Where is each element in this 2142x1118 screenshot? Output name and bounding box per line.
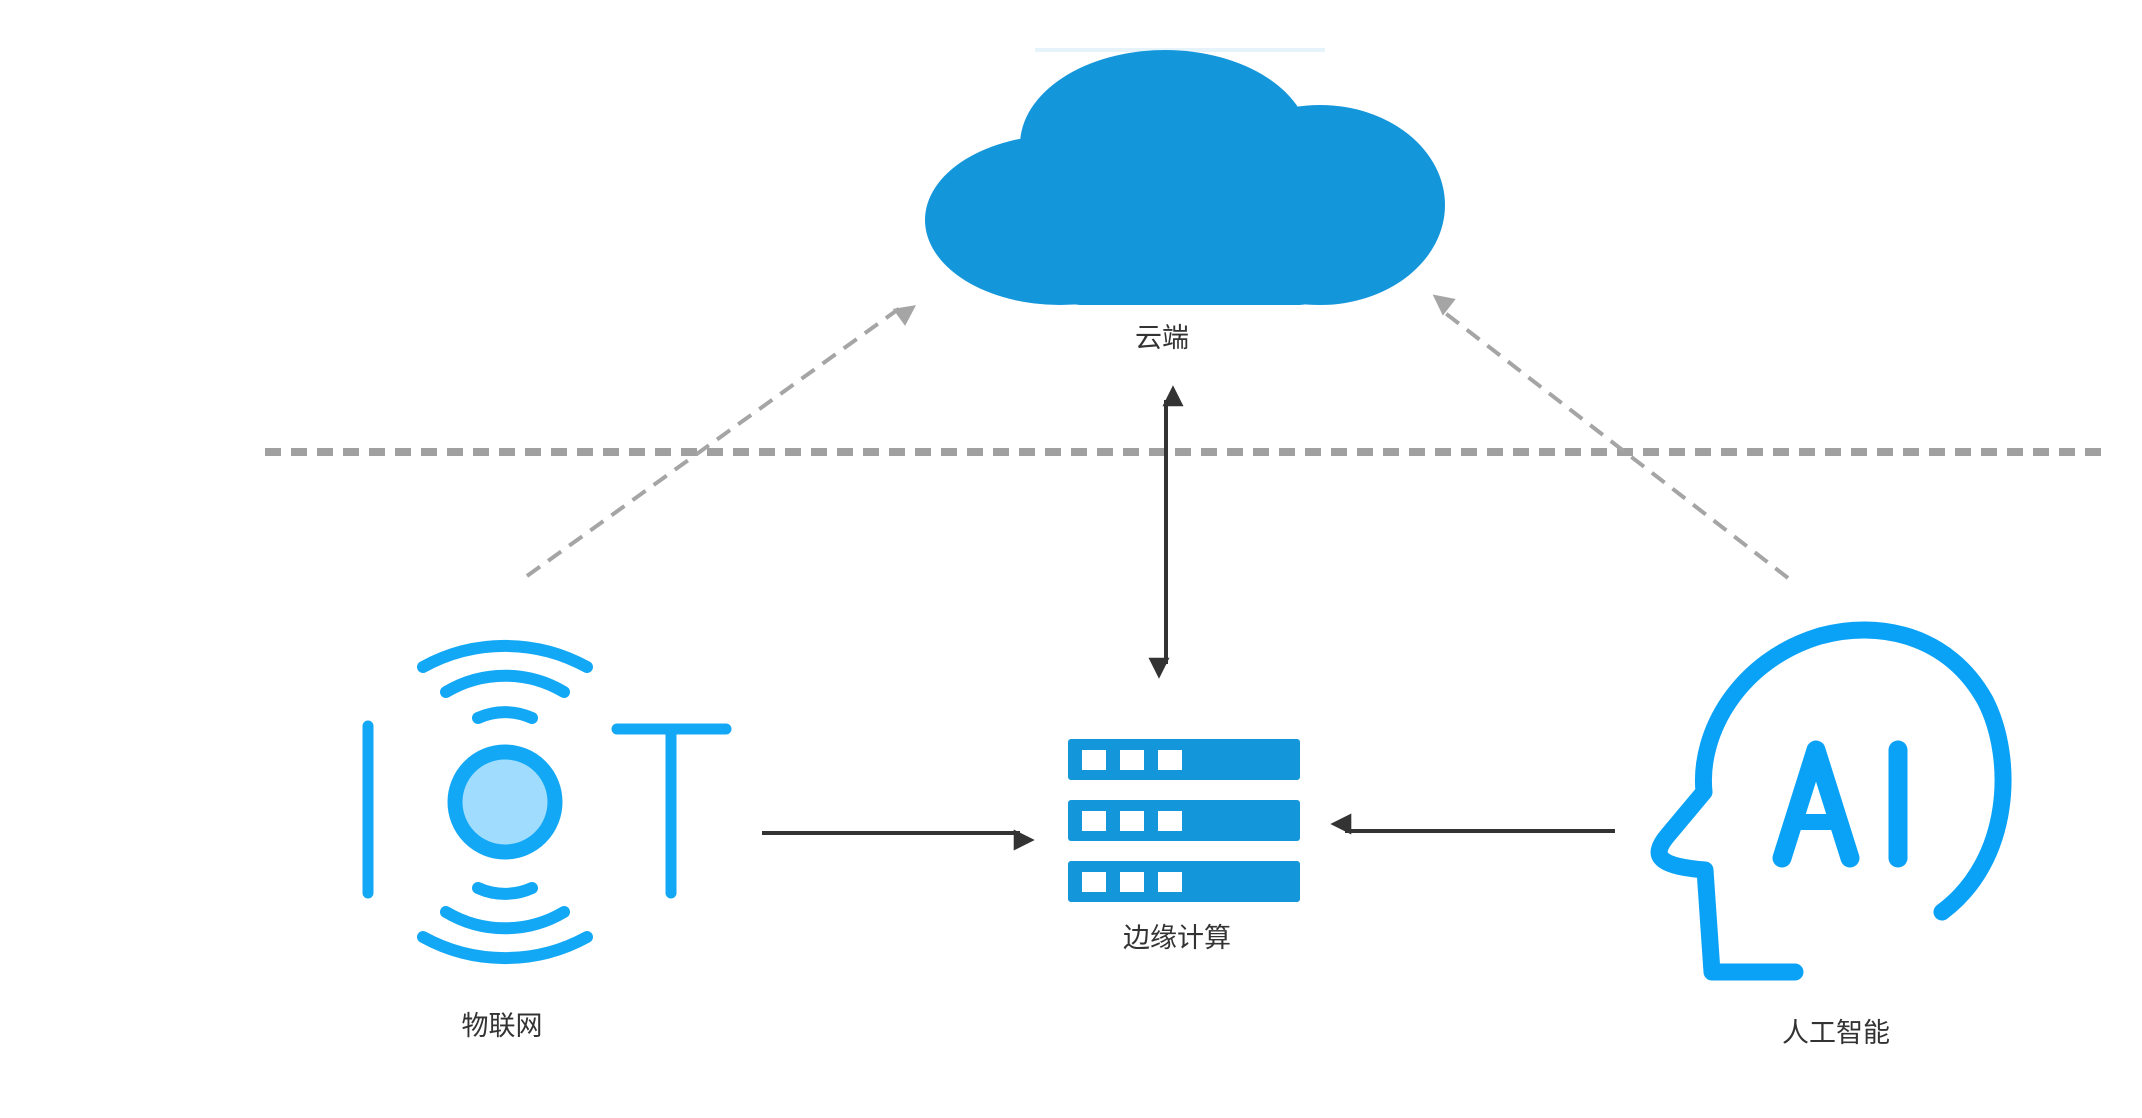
- server-unit: [1068, 861, 1300, 902]
- cloud-label: 云端: [1135, 323, 1189, 354]
- cloud-icon: [925, 48, 1445, 305]
- dashed-arrow-iot-to-cloud: [525, 305, 917, 578]
- ai-label: 人工智能: [1782, 1018, 1890, 1049]
- server-unit: [1068, 800, 1300, 841]
- server-rack-icon: [1068, 739, 1300, 902]
- iot-label: 物联网: [461, 1011, 543, 1042]
- server-unit: [1068, 739, 1300, 780]
- iot-antenna-icon: [362, 639, 732, 965]
- edge-computing-label: 边缘计算: [1123, 923, 1231, 954]
- ai-head-icon: [1650, 621, 2012, 981]
- dashed-arrow-ai-to-cloud: [1432, 294, 1790, 580]
